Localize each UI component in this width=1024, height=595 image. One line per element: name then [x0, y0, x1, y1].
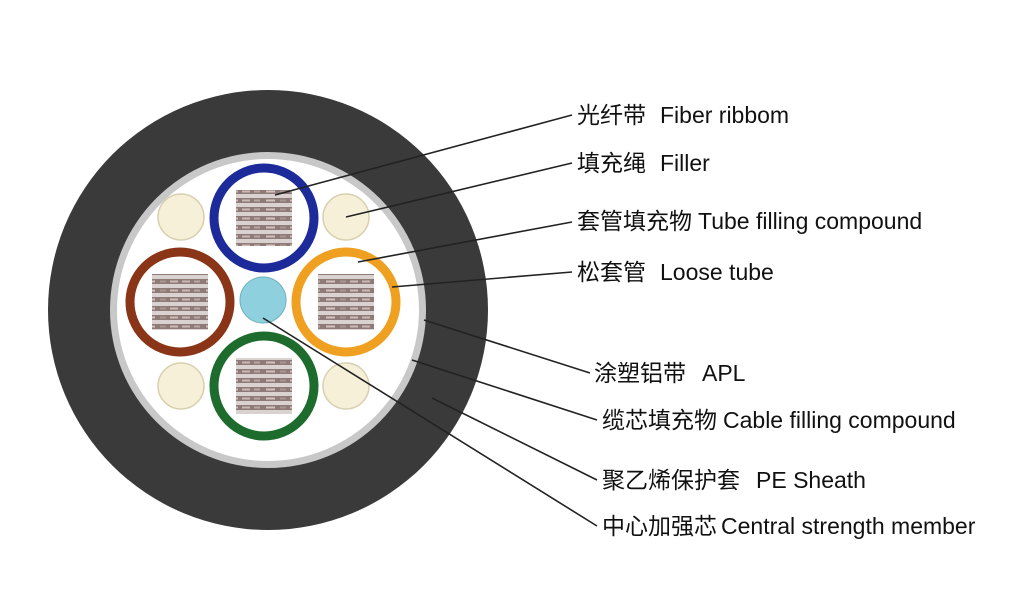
- leader-lines: [262, 114, 598, 527]
- central-strength-member: [239, 276, 287, 324]
- loose-tube-brown: [125, 247, 235, 357]
- label-en: Tube filling compound: [698, 208, 922, 234]
- label-zh: 中心加强芯: [602, 513, 717, 539]
- leader-tube-filling: [357, 221, 573, 263]
- label-zh: 聚乙烯保护套: [602, 467, 740, 493]
- label-fiber-ribbon: 光纤带 Fiber ribbom: [577, 102, 789, 128]
- cable-body: [48, 90, 488, 530]
- label-en: Cable filling compound: [723, 407, 956, 433]
- label-en: Fiber ribbom: [660, 102, 789, 128]
- fiber-ribbon-stack: [236, 358, 292, 414]
- label-zh: 填充绳: [577, 150, 646, 176]
- leader-pe-sheath: [431, 397, 598, 481]
- label-zh: 套管填充物: [577, 208, 692, 234]
- label-apl: 涂塑铝带 APL: [594, 360, 746, 386]
- label-filler: 填充绳 Filler: [577, 150, 710, 176]
- loose-tube-green: [209, 331, 319, 441]
- label-en: Central strength member: [721, 513, 976, 539]
- fiber-ribbon-stack: [236, 190, 292, 246]
- leader-filler: [345, 162, 573, 218]
- loose-tube-blue: [209, 163, 319, 273]
- label-en: Loose tube: [660, 259, 774, 285]
- label-en: Filler: [660, 150, 710, 176]
- leader-loose-tube: [391, 271, 573, 288]
- label-en: APL: [702, 360, 746, 386]
- leader-strength-member: [262, 317, 598, 527]
- label-zh: 缆芯填充物: [602, 407, 717, 433]
- leader-apl: [423, 319, 591, 374]
- label-zh: 光纤带: [577, 102, 646, 128]
- label-loose-tube: 松套管 Loose tube: [577, 259, 774, 285]
- fiber-ribbon-stack: [318, 274, 374, 330]
- label-pe-sheath: 聚乙烯保护套 PE Sheath: [602, 467, 866, 493]
- filler-top-left: [157, 193, 205, 241]
- leader-fiber-ribbon: [274, 114, 573, 196]
- label-zh: 涂塑铝带: [594, 360, 686, 386]
- label-zh: 松套管: [577, 259, 646, 285]
- filler-bottom-right: [322, 362, 370, 410]
- filler-bottom-left: [157, 362, 205, 410]
- label-en: PE Sheath: [756, 467, 866, 493]
- leader-cable-filling: [411, 359, 598, 421]
- loose-tube-orange: [291, 247, 401, 357]
- fiber-ribbon-stack: [152, 274, 208, 330]
